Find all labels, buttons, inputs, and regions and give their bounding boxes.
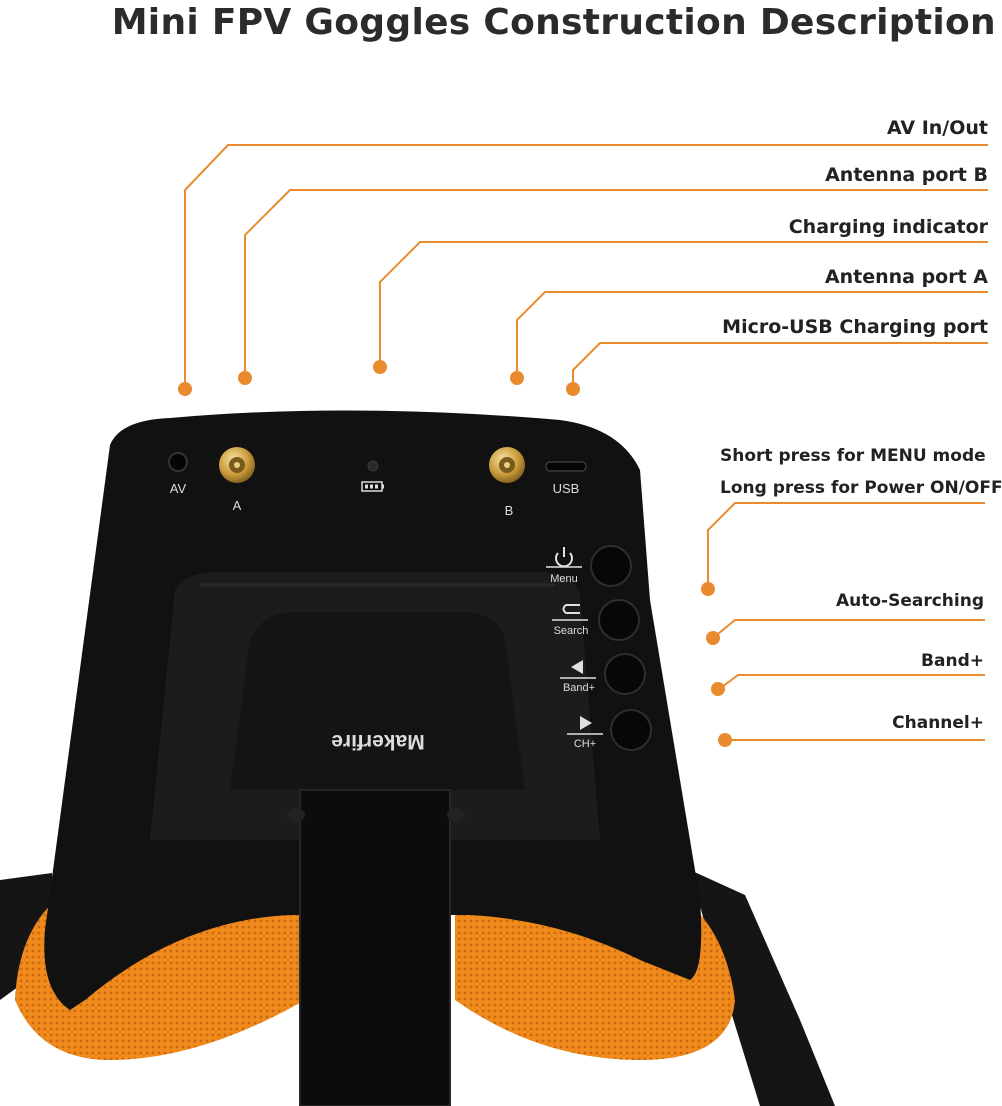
menu-button[interactable]	[590, 545, 632, 587]
page-title: Mini FPV Goggles Construction Descriptio…	[111, 2, 996, 43]
triangle-right-icon	[567, 716, 603, 735]
port-label-a: A	[233, 498, 242, 513]
callout-antenna-port-a: Antenna port A	[825, 266, 988, 288]
port-label-b: B	[505, 503, 514, 518]
leader-power	[707, 502, 985, 588]
leader-dot-search	[706, 631, 720, 645]
usb-port[interactable]	[545, 461, 587, 472]
leader-dot-charging-indicator	[373, 360, 387, 374]
goggles-device: Makerfire AV A B USB	[0, 410, 835, 1106]
leader-dot-av	[178, 382, 192, 396]
leader-dot-channel	[718, 733, 732, 747]
leader-dot-antenna-b	[238, 371, 252, 385]
callout-power-line2: Long press for Power ON/OFF	[720, 478, 1002, 498]
leader-usb	[572, 342, 988, 388]
leader-antenna-a	[516, 291, 988, 378]
leader-dot-antenna-a	[510, 371, 524, 385]
port-label-av: AV	[170, 481, 187, 496]
leader-dot-usb	[566, 382, 580, 396]
port-label-usb: USB	[553, 481, 580, 496]
search-return-icon	[552, 604, 588, 621]
callout-power-line1: Short press for MENU mode	[720, 446, 986, 466]
button-label-band: Band+	[563, 682, 595, 694]
antenna-port-b[interactable]	[489, 447, 525, 483]
callout-av-in-out: AV In/Out	[887, 117, 988, 139]
callout-charging-indicator: Charging indicator	[789, 216, 989, 238]
button-label-ch: CH+	[574, 738, 596, 750]
leader-charging-indicator	[379, 241, 988, 367]
av-jack[interactable]	[168, 452, 188, 472]
button-label-search: Search	[554, 625, 589, 637]
callout-channel: Channel+	[892, 713, 984, 733]
callout-auto-searching: Auto-Searching	[836, 591, 984, 611]
battery-icon	[361, 481, 384, 492]
callout-micro-usb-port: Micro-USB Charging port	[722, 316, 988, 338]
leader-search	[712, 619, 985, 639]
band-button[interactable]	[604, 653, 646, 695]
leader-dot-power	[701, 582, 715, 596]
leader-band	[717, 674, 985, 691]
head-strap	[300, 790, 450, 1106]
antenna-port-a[interactable]	[219, 447, 255, 483]
side-strap-right	[690, 870, 835, 1106]
brand-logo: Makerfire	[331, 730, 424, 753]
leader-dot-band	[711, 682, 725, 696]
nose-bridge	[230, 612, 525, 790]
charging-led	[367, 460, 379, 472]
button-label-menu: Menu	[550, 573, 578, 585]
callout-antenna-port-b: Antenna port B	[825, 164, 988, 186]
leader-antenna-b	[244, 189, 988, 378]
leader-av	[184, 144, 988, 388]
callout-band: Band+	[921, 651, 984, 671]
power-icon	[546, 547, 582, 568]
search-button[interactable]	[598, 599, 640, 641]
triangle-left-icon	[560, 660, 596, 679]
channel-button[interactable]	[610, 709, 652, 751]
